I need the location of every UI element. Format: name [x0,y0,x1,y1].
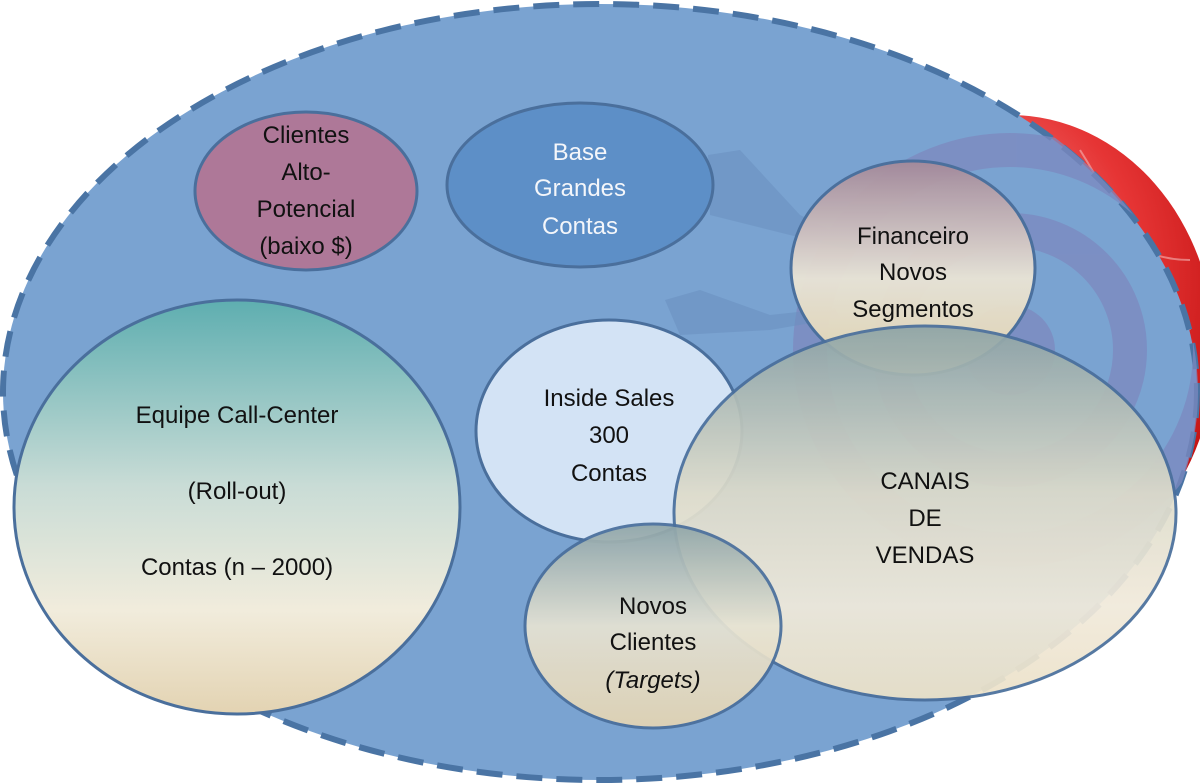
node-base-grandes-contas[interactable]: Base Grandes Contas [445,101,715,269]
node-label-line: 300 [589,422,629,449]
node-label-line: Contas [571,460,647,487]
node-financeiro-novos-segmentos[interactable]: Financeiro Novos Segmentos [789,159,1037,377]
node-clientes-alto-potencial[interactable]: Clientes Alto- Potencial (baixo $) [193,110,419,272]
node-label-line: Clientes [610,629,697,656]
node-label-line: Contas [542,213,618,240]
dart-icon [665,150,860,335]
node-label-line: Contas (n – 2000) [141,554,333,581]
node-label-line: Equipe Call-Center [136,402,339,429]
node-label-line: Segmentos [852,296,973,323]
node-label-line: Grandes [534,175,626,202]
node-label-line: DE [908,505,941,532]
node-label-line: (Targets) [605,667,700,694]
node-label-line: VENDAS [876,542,975,569]
node-label-line: Financeiro [857,223,969,250]
node-label-line: CANAIS [880,468,969,495]
node-label-line: Potencial [257,196,356,223]
node-label-line: (baixo $) [259,233,352,260]
node-label-line: Novos [619,593,687,620]
node-label-line: Alto- [281,159,330,186]
node-label-line: Inside Sales [544,385,675,412]
node-label-line: Clientes [263,122,350,149]
node-label-line: Base [553,139,608,166]
node-canais-de-vendas[interactable]: CANAIS DE VENDAS [672,324,1178,702]
node-novos-clientes[interactable]: Novos Clientes (Targets) [523,522,783,730]
node-label-line: (Roll-out) [188,478,287,505]
node-equipe-call-center[interactable]: Equipe Call-Center (Roll-out) Contas (n … [12,298,462,716]
node-label-line: Novos [879,259,947,286]
